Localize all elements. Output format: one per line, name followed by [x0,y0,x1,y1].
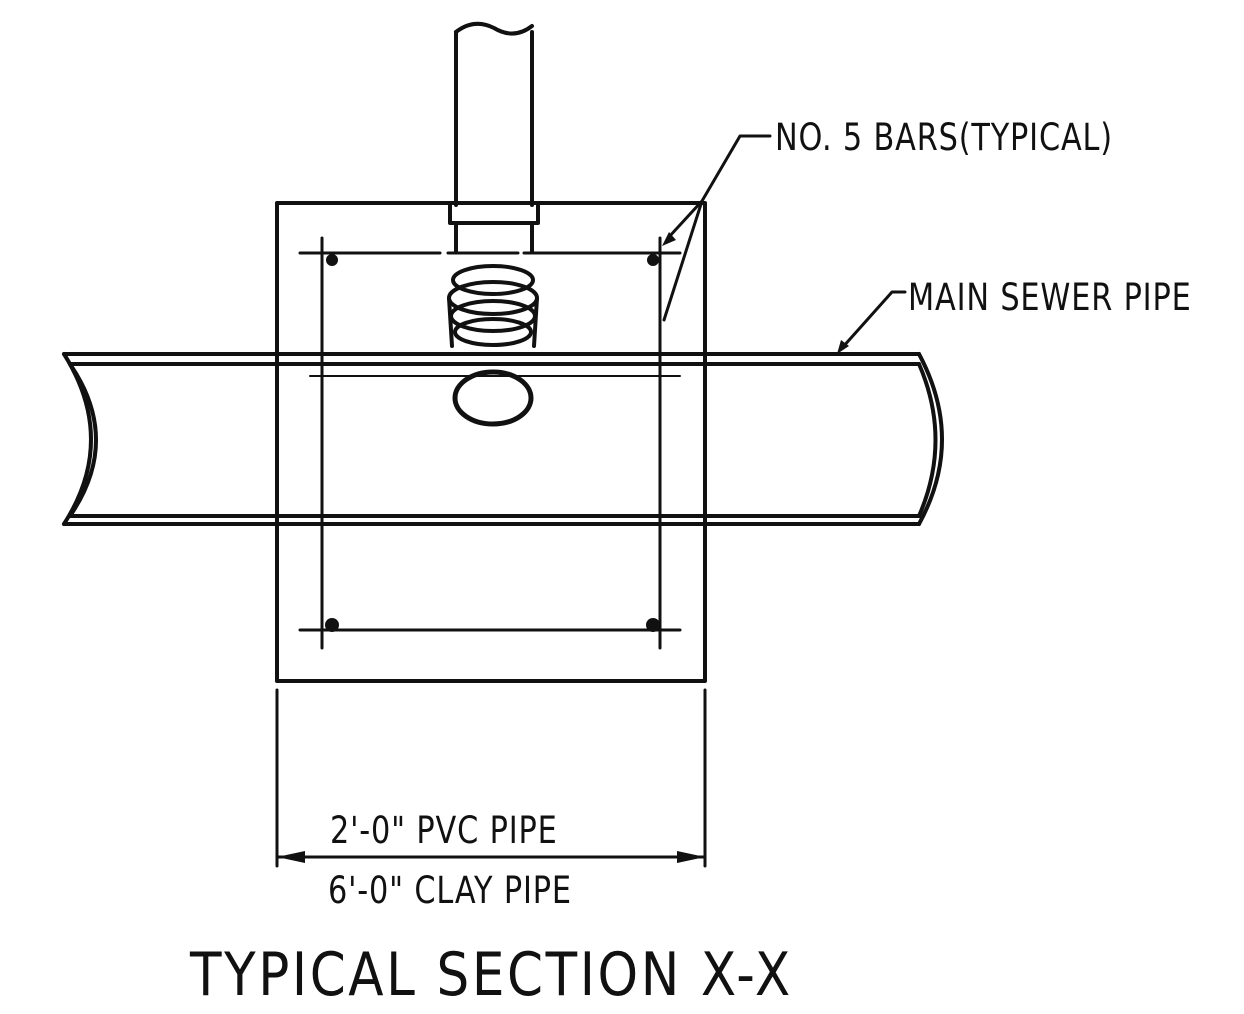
leader-arrowheads [662,232,849,354]
dimension-clay-label: 6'-0" CLAY PIPE [328,869,572,912]
vertical-pvc-pipe [448,21,540,254]
pipe-connection [447,264,539,427]
dimension-pvc-label: 2'-0" PVC PIPE [330,809,558,852]
main-sewer-pipe [62,352,944,526]
bars-callout-label: NO. 5 BARS(TYPICAL) [775,116,1113,159]
section-title: TYPICAL SECTION X-X [190,940,793,1010]
rebar-dots [325,254,660,632]
rebar-cage [298,236,682,650]
dimension-lines [275,688,707,868]
concrete-encasement [275,201,707,683]
dimension-arrows [277,851,705,863]
leader-lines [662,134,907,350]
main-sewer-pipe-label: MAIN SEWER PIPE [908,276,1192,319]
